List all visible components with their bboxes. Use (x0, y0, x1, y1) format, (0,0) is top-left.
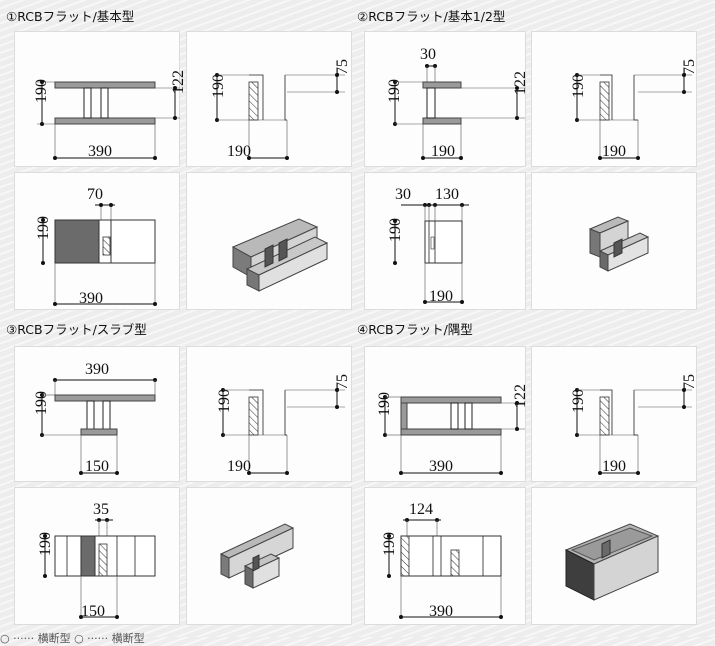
s1-iso-view (186, 172, 352, 310)
s3-front-gap: 35 (93, 501, 109, 518)
section-title-3: ③RCBフラット/スラブ型 (6, 322, 147, 337)
s3-iso-view (186, 487, 352, 625)
s4-side-view: 190 75 190 (531, 346, 698, 482)
s4-plan-h: 190 (376, 392, 393, 416)
footer-partial: ○ ······ 横断型 ○ ······ 横断型 (0, 632, 145, 645)
s4-side-top: 75 (681, 374, 698, 390)
s2-front-w: 190 (429, 288, 453, 305)
s3-plan-h: 190 (33, 391, 50, 415)
s4-side-w: 190 (602, 458, 626, 475)
s3-side-view: 190 75 190 (186, 346, 352, 482)
s3-plan-w: 390 (85, 361, 109, 378)
s4-front-view: 124 190 390 (364, 487, 526, 625)
s1-plan-w: 390 (88, 143, 112, 160)
s2-plan-view: 30 190 122 190 (364, 31, 529, 167)
s3-front-h: 190 (37, 532, 54, 556)
s1-side-top: 75 (334, 59, 351, 75)
s1-front-h: 190 (35, 216, 52, 240)
s3-plan-stem: 150 (85, 458, 109, 475)
s2-front-view: 30 130 190 190 (364, 172, 526, 310)
s3-plan-view: 390 190 150 (14, 346, 180, 482)
s4-front-gap: 124 (409, 501, 433, 518)
s4-plan-w: 390 (429, 458, 453, 475)
s2-side-top: 75 (681, 59, 698, 75)
section-title-4: ④RCBフラット/隅型 (357, 322, 473, 337)
s3-side-h: 190 (216, 389, 233, 413)
section-title-1: ①RCBフラット/基本型 (6, 9, 135, 24)
s1-plan-view: 190 122 390 (14, 31, 187, 167)
s4-iso-view (531, 487, 697, 625)
s1-side-w: 190 (227, 143, 251, 160)
s1-front-view: 70 190 390 (14, 172, 180, 310)
s3-front-view: 35 190 150 (14, 487, 180, 625)
s2-plan-web: 30 (420, 46, 436, 63)
s2-side-w: 190 (602, 143, 626, 160)
s2-front-h: 190 (387, 218, 404, 242)
s4-front-w: 390 (429, 603, 453, 620)
s1-plan-h: 190 (33, 79, 50, 103)
s4-plan-inner: 122 (512, 384, 529, 408)
section-title-2: ②RCBフラット/基本1/2型 (357, 9, 506, 24)
s2-plan-h: 190 (386, 79, 403, 103)
s4-plan-view: 190 122 390 (364, 346, 529, 482)
s1-front-w: 390 (79, 290, 103, 307)
s3-side-top: 75 (334, 374, 351, 390)
s3-side-w: 190 (227, 458, 251, 475)
s2-side-view: 190 75 190 (531, 31, 698, 167)
s4-side-h: 190 (570, 389, 587, 413)
s2-side-h: 190 (570, 74, 587, 98)
s1-front-gap: 70 (87, 186, 103, 203)
s2-front-b: 130 (435, 186, 459, 203)
s2-iso-view (531, 172, 697, 310)
s2-plan-inner: 122 (512, 71, 529, 95)
s3-front-stem: 150 (81, 603, 105, 620)
s1-plan-inner: 122 (170, 70, 187, 94)
s2-plan-w: 190 (431, 143, 455, 160)
s2-front-a: 30 (395, 186, 411, 203)
s4-front-h: 190 (381, 532, 398, 556)
s1-side-view: 190 75 190 (186, 31, 352, 167)
s1-side-h: 190 (210, 74, 227, 98)
